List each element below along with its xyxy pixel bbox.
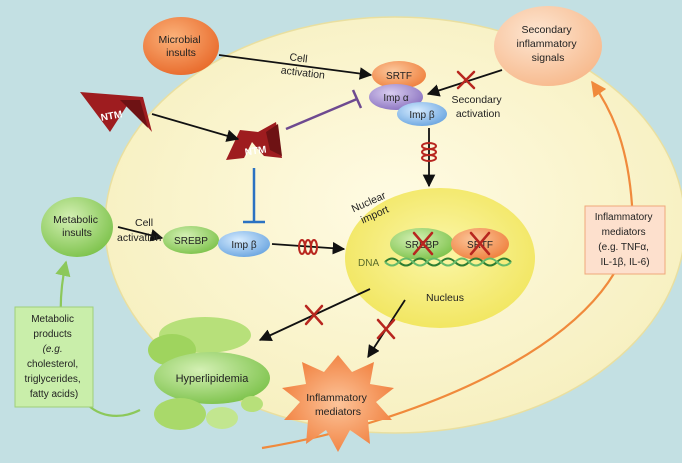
microbial-insults-node <box>143 17 219 75</box>
imp-beta-top-label: Imp β <box>409 110 434 121</box>
inflammatory-mediators-box <box>584 205 666 275</box>
inflammatory-mediators-box-text: Inflammatory mediators (e.g. TNFα, IL-1β… <box>595 212 656 268</box>
block-cross-hyperlipidemia <box>304 304 324 326</box>
ntm-inhibits-import-line <box>285 97 358 131</box>
ntm-inner-icon: NTM <box>226 122 282 160</box>
hyperlipidemia-label: Hyperlipidemia <box>176 373 250 385</box>
metabolic-to-srebp-arrow <box>117 226 164 242</box>
metabolic-products-box <box>14 306 94 408</box>
nuclear-import-squiggle-horizontal <box>298 239 318 255</box>
block-cross-nuclear-srtf <box>469 231 491 256</box>
ntm-inhibits-import-bar <box>351 89 363 109</box>
imp-beta-top-node <box>397 102 447 126</box>
srtf-node <box>372 61 426 89</box>
nucleus-label: Nucleus <box>426 292 464 304</box>
metabolic-insults-node <box>41 197 113 257</box>
block-cross-mediators <box>376 318 396 340</box>
cell-activation-left-label: Cell activation <box>117 217 162 244</box>
imp-alpha-node <box>369 84 423 110</box>
imp-beta-left-label: Imp β <box>231 240 256 251</box>
inflammatory-mediators-label: Inflammatory mediators <box>306 392 370 418</box>
hyperlipidemia-blobs <box>148 317 270 430</box>
imp-alpha-label: Imp α <box>383 93 408 104</box>
ntm-outer-icon: NTM <box>80 92 152 132</box>
secondary-activation-label: Secondary activation <box>451 94 504 120</box>
srebp-nuclear-import-arrow <box>271 241 346 255</box>
microbial-insults-label: Microbial insults <box>159 34 204 59</box>
nucleus-body <box>345 188 535 328</box>
srtf-label: SRTF <box>386 71 412 82</box>
microbial-to-srtf-arrow <box>218 54 373 80</box>
secondary-signals-node <box>494 6 602 86</box>
svg-text:NTM: NTM <box>244 145 267 159</box>
inflammatory-mediators-burst <box>282 355 394 452</box>
block-cross-nuclear-srebp <box>412 231 434 256</box>
srebp-node <box>163 226 219 254</box>
svg-text:NTM: NTM <box>100 109 123 124</box>
dna-label: DNA <box>358 258 379 269</box>
ntm-to-inner-arrow <box>151 113 240 142</box>
nuclear-srtf-label: SRTF <box>467 240 493 251</box>
metabolic-products-text: Metabolic products (e.g. cholesterol, tr… <box>25 314 84 400</box>
cell-activation-top-label: Cell activation <box>280 51 327 82</box>
imp-beta-left-node <box>218 231 270 257</box>
dna-helix <box>384 257 512 267</box>
secondary-signals-label: Secondary inflammatory signals <box>516 24 579 64</box>
block-cross-secondary <box>456 70 476 90</box>
nuclear-import-squiggle-vertical <box>421 142 437 162</box>
metabolic-insults-label: Metabolic insults <box>53 214 101 239</box>
srebp-label: SREBP <box>174 236 208 247</box>
